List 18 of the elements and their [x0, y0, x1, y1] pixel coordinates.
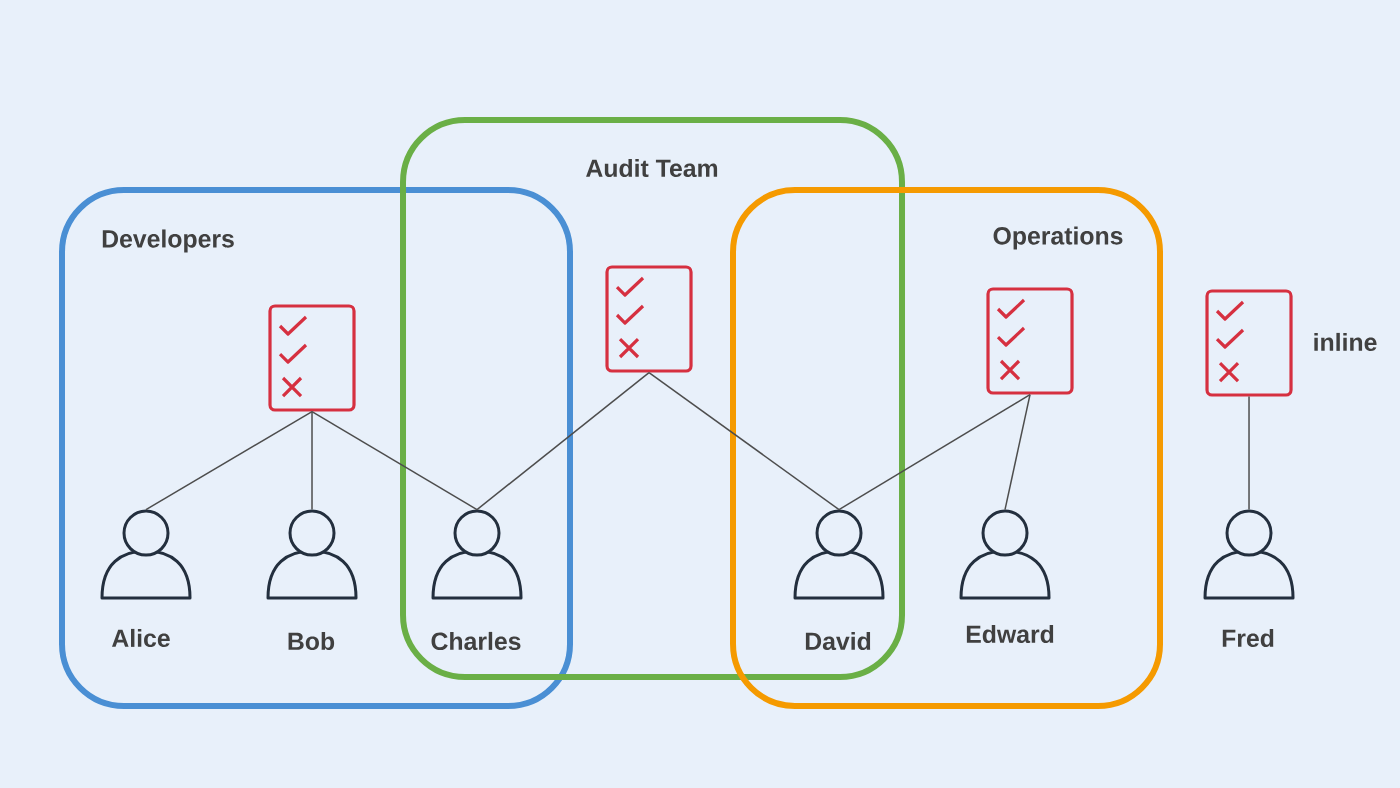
- connector-line: [145, 410, 313, 511]
- person-name: Alice: [112, 628, 170, 648]
- checklist-icon: [268, 304, 356, 412]
- person-name: Charles: [431, 631, 521, 651]
- connector-line: [311, 410, 478, 511]
- person-name: David: [805, 631, 871, 651]
- connector-line: [1248, 395, 1250, 511]
- checklist-icon: [605, 265, 693, 373]
- connector-line: [476, 371, 650, 511]
- person-name: Bob: [288, 631, 335, 651]
- connector-line: [1004, 393, 1031, 511]
- text-label: inline: [1314, 332, 1377, 352]
- connector-line: [838, 393, 1031, 511]
- connector-line: [648, 371, 840, 511]
- connector-line: [311, 410, 313, 511]
- person-name: Edward: [966, 624, 1054, 644]
- person-name: Fred: [1222, 628, 1274, 648]
- checklist-icon: [986, 287, 1074, 395]
